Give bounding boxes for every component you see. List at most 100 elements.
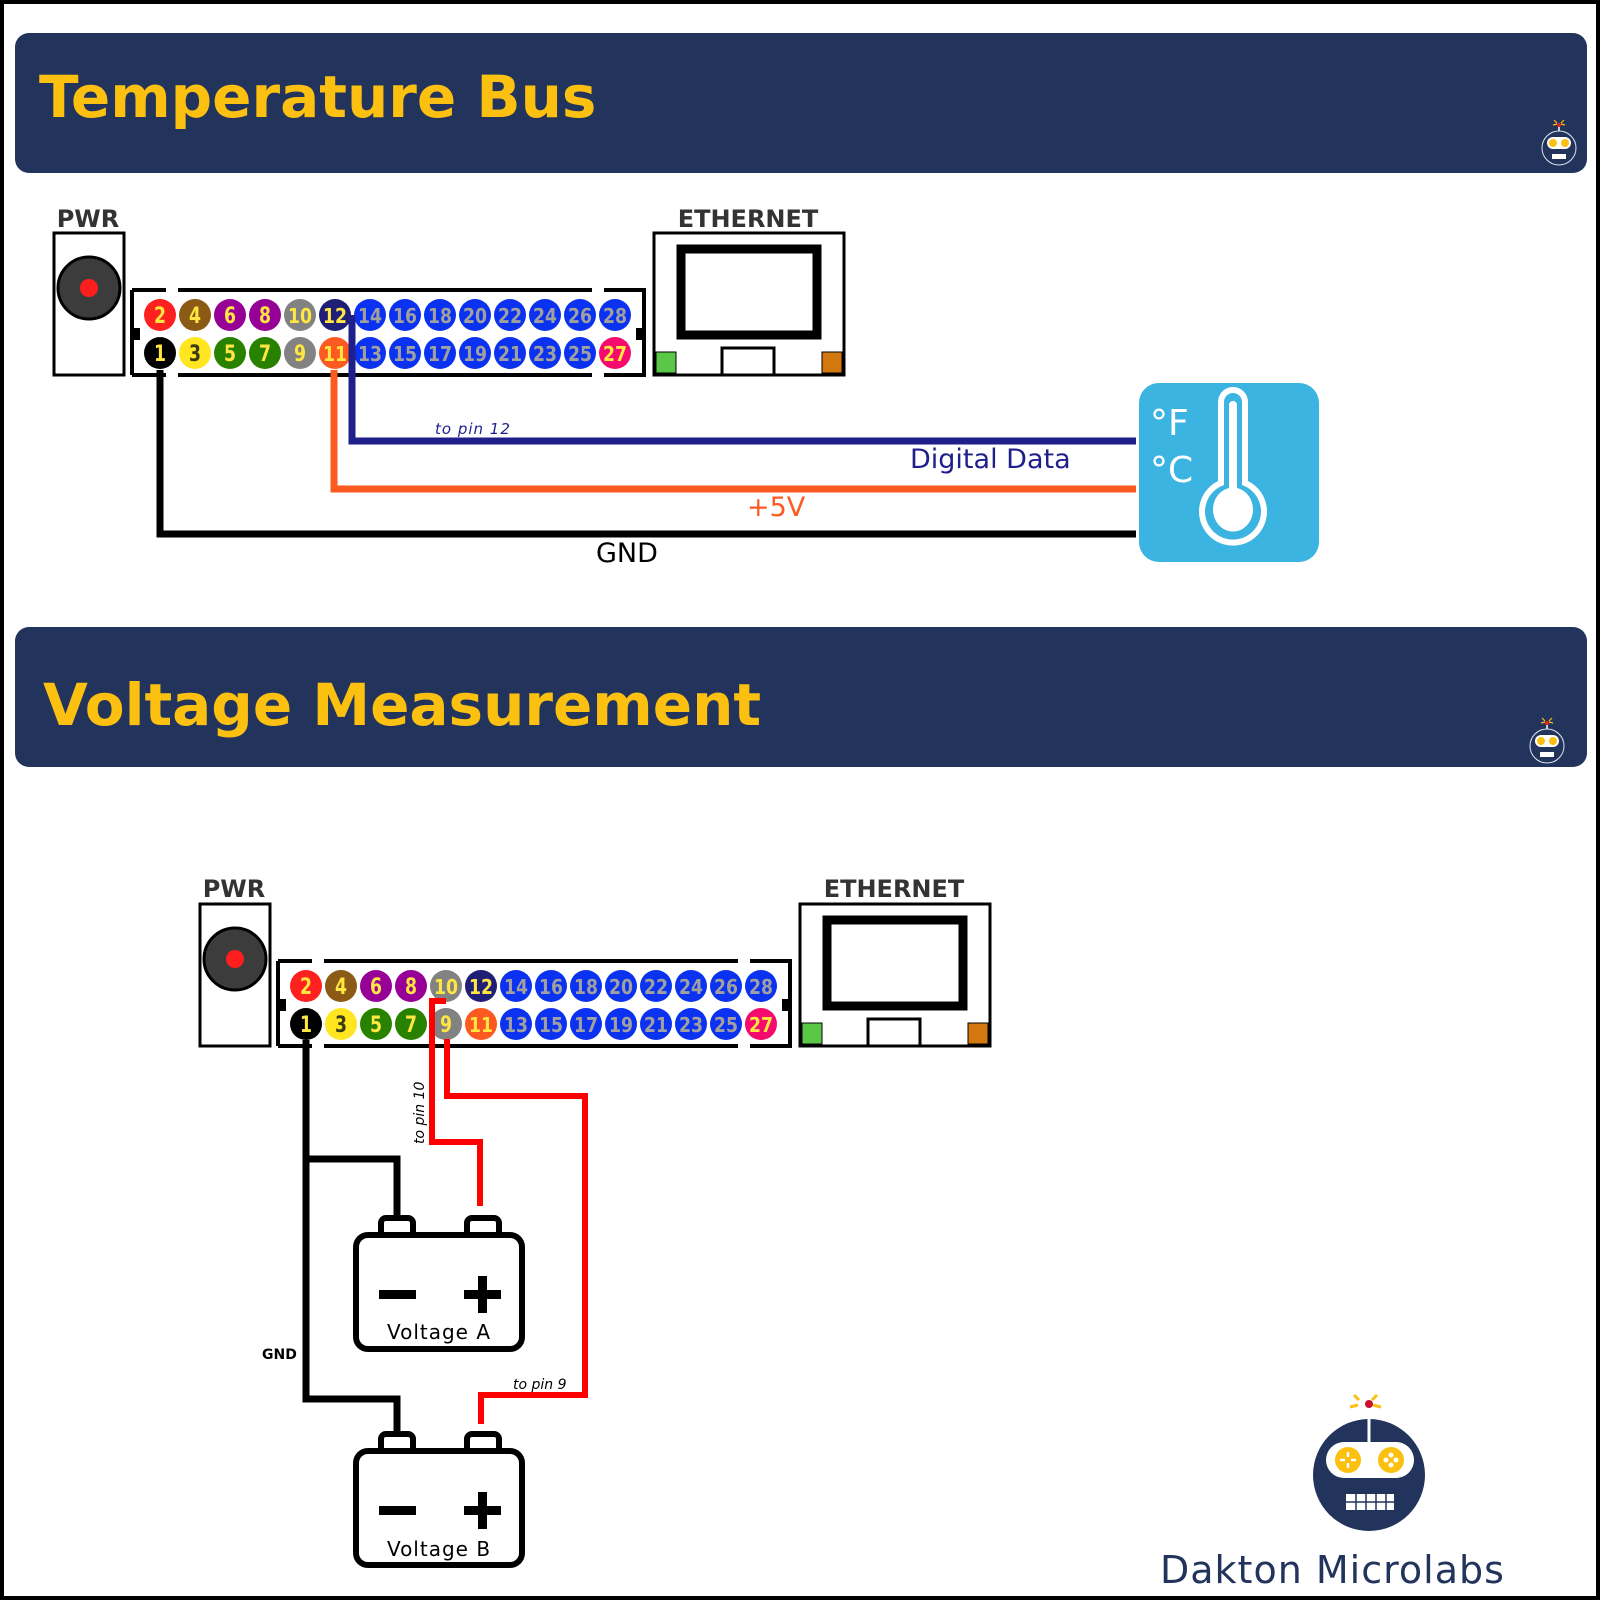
pin-label-21: 21 — [498, 342, 522, 366]
pin-label-18: 18 — [428, 304, 452, 328]
pin-label-3: 3 — [335, 1013, 347, 1038]
pin-label-5: 5 — [224, 342, 236, 367]
pin-9 — [430, 1008, 462, 1040]
pin-18 — [424, 299, 456, 331]
pin-24 — [675, 970, 707, 1002]
pin-label-4: 4 — [189, 304, 201, 329]
pin-23 — [675, 1008, 707, 1040]
pin-18 — [570, 970, 602, 1002]
pin-label-11: 11 — [323, 342, 347, 366]
wire-label-gnd: GND — [596, 538, 658, 569]
robot-logo-icon — [1541, 119, 1577, 166]
pin-label-14: 14 — [504, 975, 528, 999]
pin-15 — [535, 1008, 567, 1040]
pwr-label: PWR — [57, 205, 120, 233]
pin-26 — [710, 970, 742, 1002]
pin-9 — [284, 337, 316, 369]
temperature-sensor-icon: °F °C — [1139, 383, 1319, 562]
wire-label-digital-data: Digital Data — [910, 444, 1071, 475]
dakton-robot-logo-icon — [1313, 1393, 1425, 1531]
robot-logo-icon — [1529, 717, 1565, 764]
pin-25 — [710, 1008, 742, 1040]
pin-label-8: 8 — [405, 975, 417, 1000]
pin-label-15: 15 — [393, 342, 417, 366]
pin-26 — [564, 299, 596, 331]
pin-20 — [459, 299, 491, 331]
pin-15 — [389, 337, 421, 369]
pin-label-25: 25 — [568, 342, 592, 366]
pin-1 — [290, 1008, 322, 1040]
pin-8 — [249, 299, 281, 331]
wire-label-5v: +5V — [747, 492, 806, 523]
pin-label-12: 12 — [469, 975, 493, 999]
pin-label-7: 7 — [259, 342, 271, 367]
pin-11 — [319, 337, 351, 369]
pin-7 — [395, 1008, 427, 1040]
pin-21 — [494, 337, 526, 369]
pin-label-2: 2 — [154, 304, 166, 329]
pin-label-4: 4 — [335, 975, 347, 1000]
pin-label-13: 13 — [358, 342, 382, 366]
pin-label-5: 5 — [370, 1013, 382, 1038]
temperature-bus-banner: Temperature Bus — [15, 33, 1587, 173]
wire-pin-10 — [429, 998, 483, 1206]
pin-label-16: 16 — [539, 975, 563, 999]
pin-label-14: 14 — [358, 304, 382, 328]
section-title-temperature-bus: Temperature Bus — [39, 63, 597, 131]
pin-label-28: 28 — [749, 975, 773, 999]
pin-label-19: 19 — [609, 1013, 633, 1037]
pin-label-20: 20 — [609, 975, 633, 999]
pin-19 — [605, 1008, 637, 1040]
pin-22 — [640, 970, 672, 1002]
battery-label: Voltage B — [387, 1537, 491, 1561]
wire-gnd-b — [302, 1159, 401, 1433]
pin-label-23: 23 — [679, 1013, 703, 1037]
pin-label-7: 7 — [405, 1013, 417, 1038]
pin-label-19: 19 — [463, 342, 487, 366]
pin-17 — [570, 1008, 602, 1040]
voltage-measurement-banner: Voltage Measurement — [15, 627, 1587, 767]
pin-label-25: 25 — [714, 1013, 738, 1037]
pin-7 — [249, 337, 281, 369]
pin-label-23: 23 — [533, 342, 557, 366]
pin-1 — [144, 337, 176, 369]
pin-13 — [500, 1008, 532, 1040]
pin-label-3: 3 — [189, 342, 201, 367]
pin-label-26: 26 — [714, 975, 738, 999]
pin-label-8: 8 — [259, 304, 271, 329]
battery-label: Voltage A — [387, 1320, 491, 1344]
pin-label-6: 6 — [224, 304, 236, 329]
pin-label-22: 22 — [498, 304, 522, 328]
pin-10 — [284, 299, 316, 331]
wire-5v — [330, 370, 1136, 493]
pin-label-1: 1 — [300, 1013, 312, 1038]
pin-25 — [564, 337, 596, 369]
ethernet-label: ETHERNET — [824, 875, 965, 903]
pin-10 — [430, 970, 462, 1002]
pin-label-15: 15 — [539, 1013, 563, 1037]
wire-gnd — [156, 370, 1136, 538]
pin-label-28: 28 — [603, 304, 627, 328]
pin-label-6: 6 — [370, 975, 382, 1000]
pin-12 — [465, 970, 497, 1002]
pin-label-18: 18 — [574, 975, 598, 999]
pin-4 — [179, 299, 211, 331]
pin-label-20: 20 — [463, 304, 487, 328]
pin-label-11: 11 — [469, 1013, 493, 1037]
ethernet-label: ETHERNET — [678, 205, 819, 233]
pin-23 — [529, 337, 561, 369]
pin-2 — [290, 970, 322, 1002]
battery-voltage-a: Voltage A — [353, 1215, 525, 1352]
pin-label-27: 27 — [603, 342, 627, 366]
pin-24 — [529, 299, 561, 331]
pin-27 — [599, 337, 631, 369]
section-title-voltage-measurement: Voltage Measurement — [43, 671, 762, 739]
pin-label-24: 24 — [679, 975, 703, 999]
pin-label-9: 9 — [294, 342, 306, 367]
wire-note-to-pin-12: to pin 12 — [435, 420, 511, 438]
pin-3 — [179, 337, 211, 369]
brand-name: Dakton Microlabs — [1160, 1548, 1505, 1592]
pin-8 — [395, 970, 427, 1002]
